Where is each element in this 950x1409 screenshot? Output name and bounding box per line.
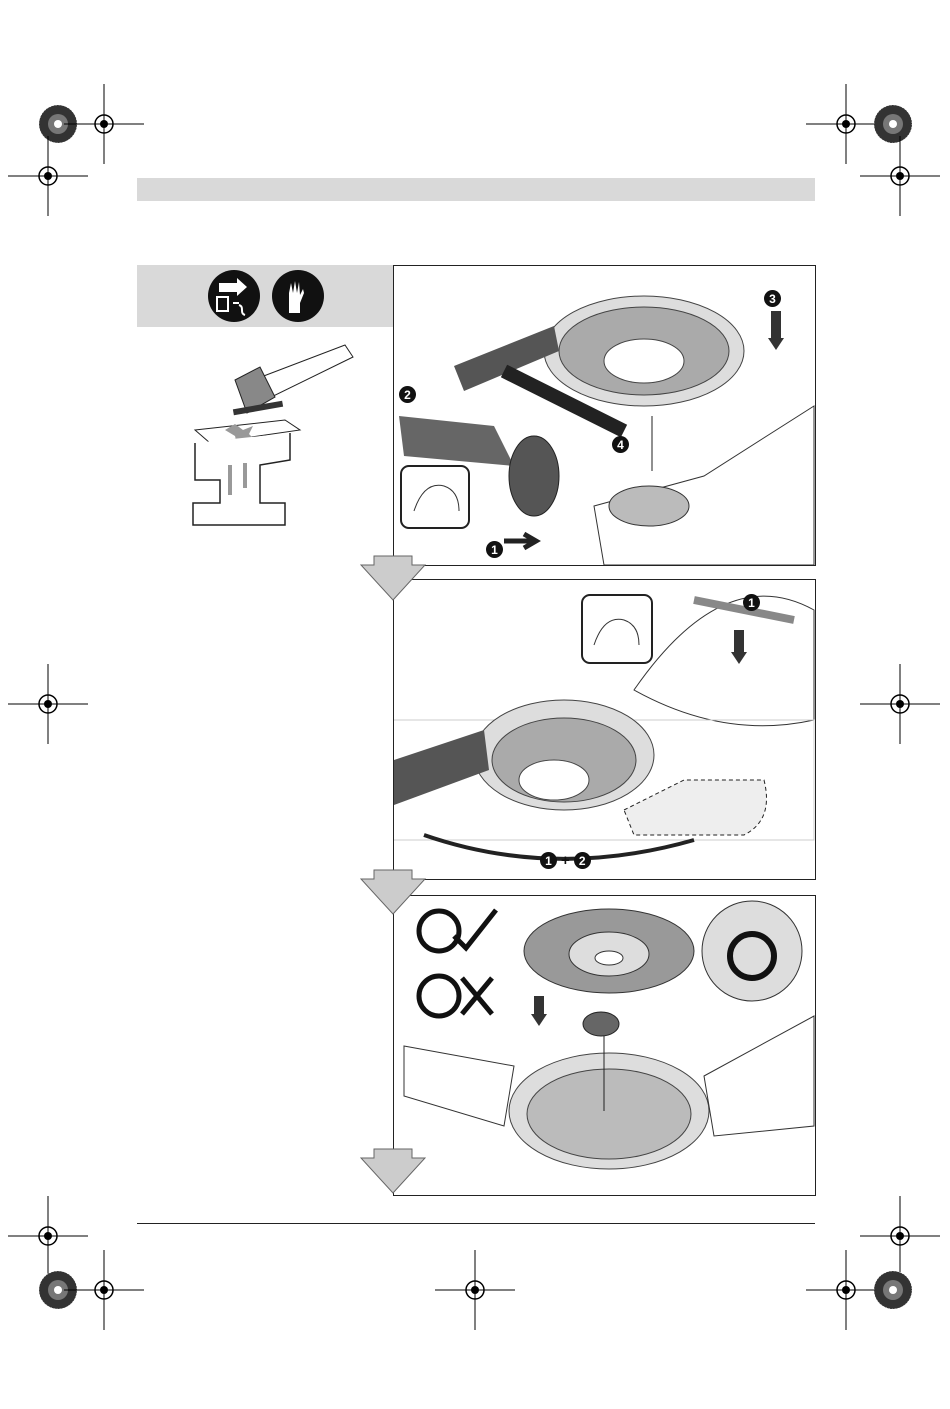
down-arrow-icon: [360, 555, 426, 601]
cross-icon: [416, 973, 494, 1019]
step-number-3: 3: [764, 290, 781, 307]
footer-rule: [137, 1223, 815, 1224]
step-number-1: 1: [486, 541, 503, 558]
down-arrow-icon: [360, 1148, 426, 1194]
unplug-icon: [208, 270, 260, 322]
application-illustration: [192, 344, 354, 526]
check-icon: [416, 908, 498, 954]
step-number-2: 2: [399, 386, 416, 403]
disc-mount-illustration: [403, 900, 815, 1170]
guard-rotate-illustration: [394, 594, 815, 861]
step-number-4: 4: [612, 436, 629, 453]
guard-mount-illustration: [399, 295, 815, 565]
step-number-1: 1: [743, 594, 760, 611]
step-panel-rotate-guard: 1 1 + 2: [393, 579, 816, 880]
combo-step-2: 2: [573, 852, 591, 869]
step-panel-remove-guard: 3 2 4 1: [393, 265, 816, 566]
gloves-icon: [272, 270, 324, 322]
step-combo-label: 1 + 2: [540, 852, 591, 869]
down-arrow-icon: [360, 869, 426, 915]
header-bar: [137, 178, 815, 201]
safety-icons-box: [137, 265, 393, 327]
combo-step-1: 1: [540, 852, 557, 869]
combo-plus: +: [561, 852, 570, 869]
step-panel-mount-disc: [393, 895, 816, 1196]
